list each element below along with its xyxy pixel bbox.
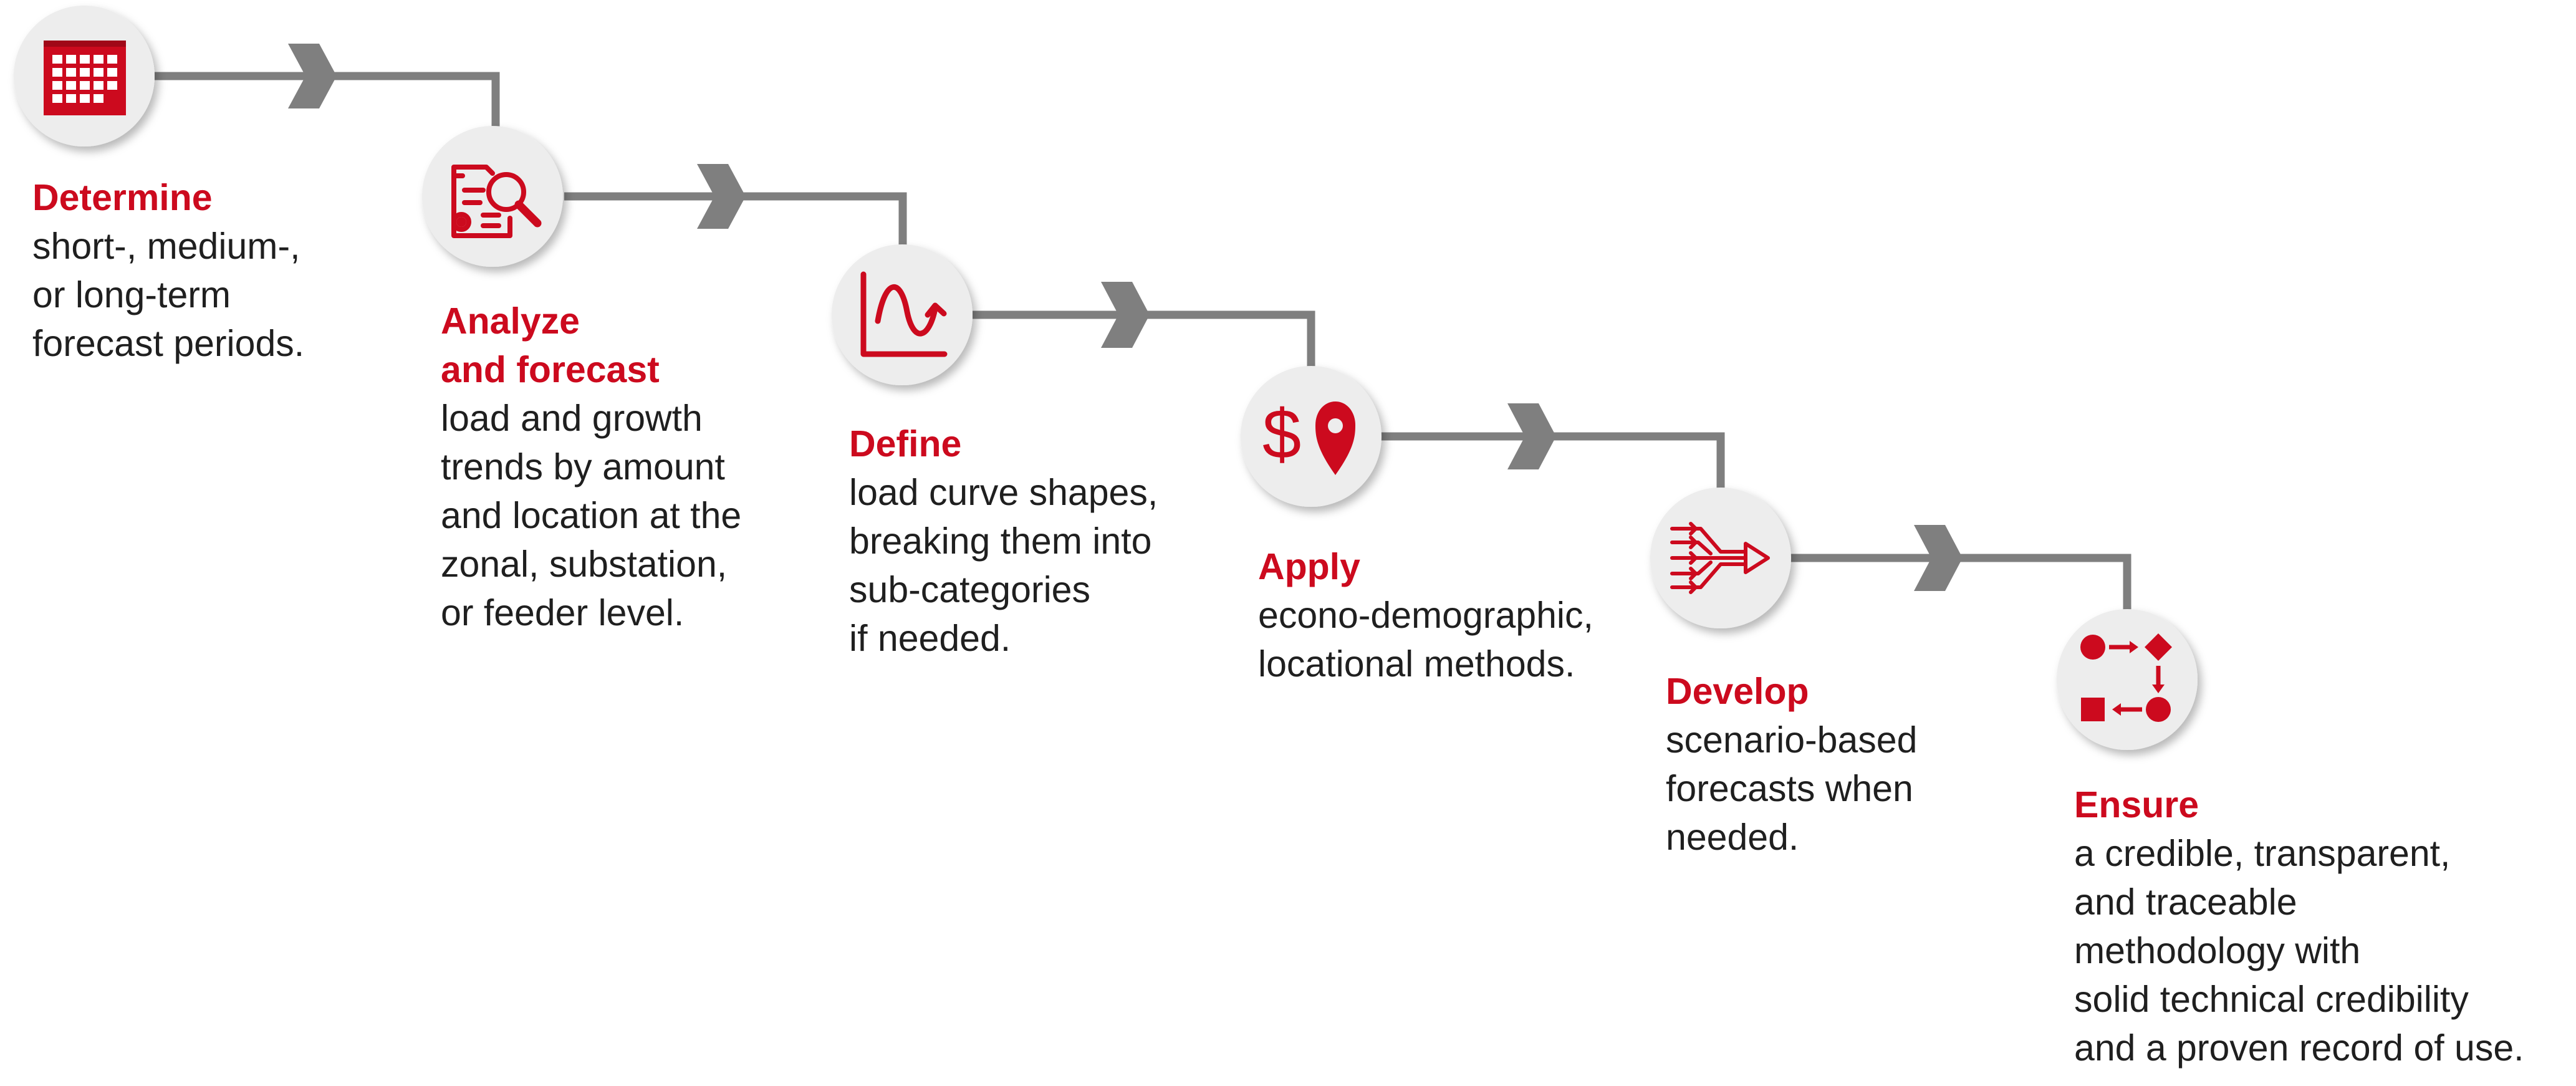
- branching-arrows-icon: [1670, 522, 1770, 594]
- document-search-icon: [451, 165, 542, 238]
- step-ensure-title: Ensure: [2074, 784, 2199, 825]
- step-define-text: Define load curve shapes, breaking them …: [849, 420, 1158, 663]
- step-determine-body: short-, medium-, or long-term forecast p…: [32, 226, 305, 364]
- connector-3: [973, 282, 1315, 390]
- step-analyze-node: [422, 126, 563, 267]
- step-apply-body: econo-demographic, locational methods.: [1258, 595, 1593, 685]
- step-develop-title: Develop: [1666, 671, 1809, 712]
- step-define-body: load curve shapes, breaking them into su…: [849, 472, 1158, 659]
- step-develop-node: [1650, 488, 1791, 628]
- connector-5: [1789, 525, 2131, 630]
- chevron-right-icon: [697, 164, 746, 229]
- step-define-node: [832, 244, 973, 385]
- chevron-right-icon: [1507, 403, 1556, 469]
- svg-text:$: $: [1262, 395, 1301, 473]
- load-curve-icon: [860, 271, 948, 357]
- dollar-location-icon: $: [1262, 395, 1355, 475]
- step-ensure-node: [2057, 609, 2198, 750]
- step-analyze-title: Analyze and forecast: [441, 300, 660, 390]
- process-flow-icon: [2080, 633, 2172, 722]
- step-apply-title: Apply: [1258, 546, 1360, 587]
- step-apply-text: Apply econo-demographic, locational meth…: [1258, 542, 1593, 688]
- step-develop-body: scenario-based forecasts when needed.: [1666, 719, 1918, 858]
- calendar-icon: [44, 41, 126, 115]
- step-ensure-text: Ensure a credible, transparent, and trac…: [2074, 781, 2524, 1072]
- step-determine-title: Determine: [32, 177, 213, 218]
- connector-2: [564, 164, 907, 268]
- step-apply-node: $: [1241, 366, 1382, 507]
- chevron-right-icon: [1914, 525, 1963, 591]
- step-analyze-text: Analyze and forecast load and growth tre…: [441, 297, 741, 637]
- chevron-right-icon: [1101, 282, 1150, 348]
- chevron-right-icon: [288, 44, 337, 108]
- step-ensure-body: a credible, transparent, and traceable m…: [2074, 833, 2524, 1069]
- step-determine-node: [14, 6, 155, 147]
- step-analyze-body: load and growth trends by amount and loc…: [441, 398, 742, 633]
- step-develop-text: Develop scenario-based forecasts when ne…: [1666, 667, 1917, 862]
- connector-1: [155, 44, 500, 150]
- connector-4: [1381, 403, 1725, 511]
- step-determine-text: Determine short-, medium-, or long-term …: [32, 173, 304, 368]
- step-define-title: Define: [849, 423, 962, 464]
